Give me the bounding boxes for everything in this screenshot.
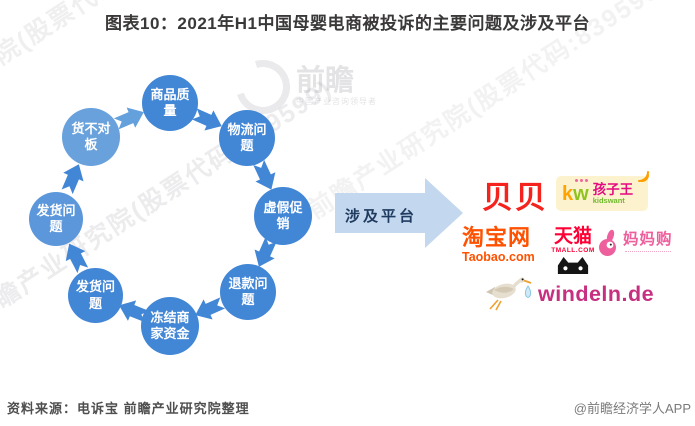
cycle-arrow-icon (57, 160, 89, 196)
mamagou-logo: 妈妈购 (597, 229, 673, 259)
cycle-item-product-quality: 商品质量 (142, 75, 198, 131)
cycle-item-label: 发货问题 (36, 202, 76, 234)
kidswant-w: w (573, 182, 589, 205)
kidswant-kw-monogram: kw (562, 178, 589, 205)
credit-note: @前瞻经济学人APP (573, 401, 691, 416)
cycle-item-shipping-1: 发货问题 (68, 268, 123, 323)
cycle-item-frozen-funds: 冻结商家资金 (141, 297, 199, 355)
taobao-name: 淘宝网 (462, 225, 532, 250)
tmall-domain: TMALL.COM (551, 247, 595, 254)
cycle-item-goods-mismatch: 货不对板 (62, 108, 120, 166)
cycle-arrow-icon (190, 104, 226, 136)
mamagou-tagline-line (624, 250, 671, 252)
cycle-item-label: 发货问题 (76, 279, 116, 311)
cycle-arrow-icon (112, 102, 148, 134)
cycle-arrow-icon (191, 293, 227, 325)
tmall-logo: 天猫 TMALL.COM (548, 227, 598, 274)
windeln-name: windeln.de (538, 281, 655, 306)
cycle-item-refund: 退款问题 (220, 264, 276, 320)
mamagou-bunny-icon (599, 229, 616, 256)
mamagou-name: 妈妈购 (623, 231, 673, 248)
cycle-item-logistics: 物流问题 (219, 110, 275, 166)
cycle-item-shipping-2: 发货问题 (29, 192, 83, 246)
cycle-item-label: 虚假促销 (263, 199, 303, 231)
cycle-arrow-icon (59, 239, 92, 276)
cycle-item-label: 货不对板 (71, 120, 111, 152)
watermark-logo: 前瞻 中国产业咨询领导者 (226, 50, 377, 124)
kidswant-name: 孩子王 (592, 181, 634, 197)
taobao-logo: 淘宝网 Taobao.com (462, 227, 535, 264)
kidswant-signal-arcs-icon (638, 171, 649, 182)
stork-icon (486, 277, 532, 311)
kidswant-logo: kw 孩子王 kidswant (556, 171, 649, 211)
cycle-item-label: 退款问题 (228, 275, 268, 307)
cycle-item-false-promotion: 虚假促销 (254, 187, 312, 245)
cycle-item-label: 商品质量 (150, 86, 190, 118)
windeln-logo: windeln.de (484, 276, 654, 312)
kidswant-k: k (562, 182, 574, 205)
kidswant-latin: kidswant (592, 196, 625, 205)
taobao-domain: Taobao.com (462, 250, 535, 264)
source-note: 资料来源：电诉宝 前瞻产业研究院整理 (7, 401, 250, 416)
tmall-name: 天猫 (553, 226, 592, 247)
page-title: 图表10：2021年H1中国母婴电商被投诉的主要问题及涉及平台 (105, 14, 590, 33)
cycle-item-label: 冻结商家资金 (150, 309, 190, 341)
flow-arrow-label: 涉及平台 (344, 207, 417, 225)
watermark-brand: 前瞻 (296, 65, 355, 97)
flow-arrow-icon (335, 178, 463, 248)
tmall-cat-icon (557, 256, 589, 274)
kidswant-dots-icon (575, 178, 588, 182)
cycle-item-label: 物流问题 (227, 121, 267, 153)
cycle-arrow-icon (249, 235, 281, 271)
watermark-tagline: 中国产业咨询领导者 (296, 97, 377, 106)
beibei-logo: 贝贝 (482, 180, 548, 215)
cycle-arrow-icon (249, 158, 282, 194)
